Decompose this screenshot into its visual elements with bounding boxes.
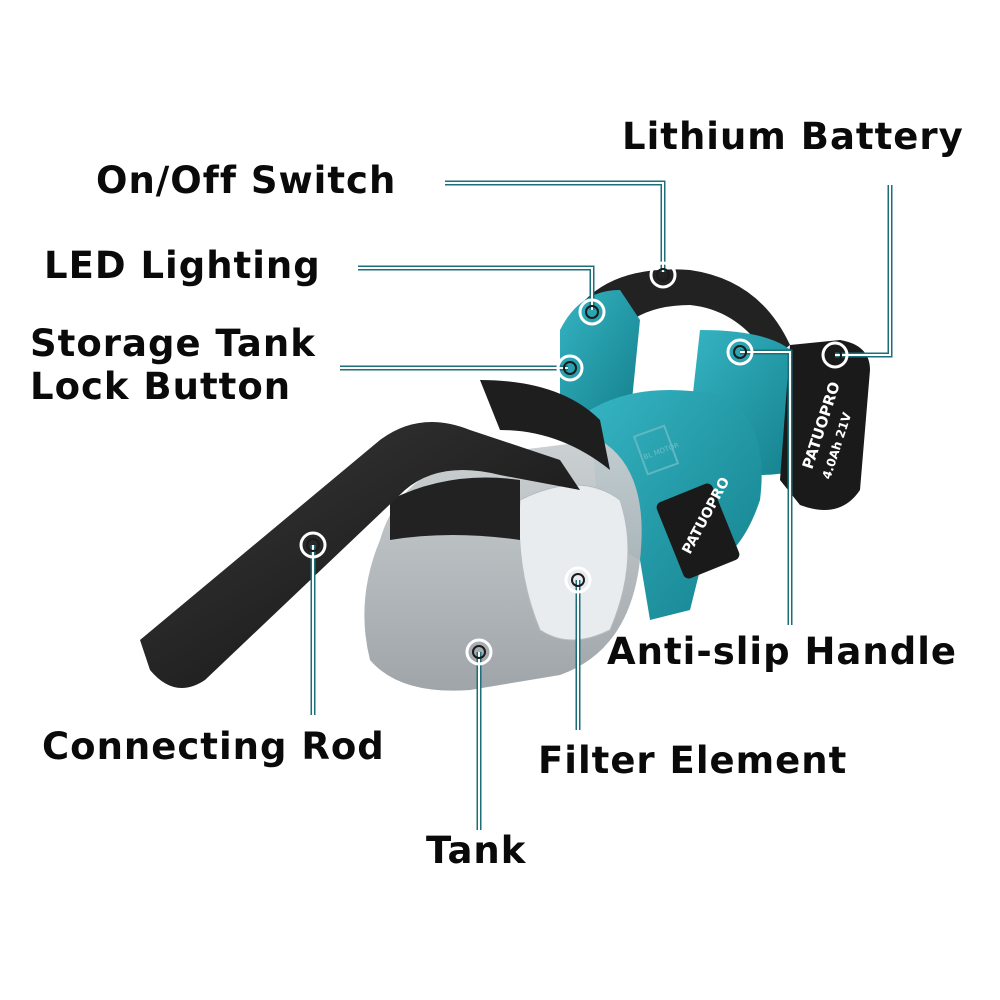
leader-led-lighting [358,265,595,310]
leader-lithium-battery [835,185,893,358]
label-led-lighting: LED Lighting [44,244,321,287]
filter [518,484,629,641]
target-icon [299,261,849,666]
label-storage-tank-lock-1: Storage Tank [30,322,316,365]
leader-on-off-switch [445,180,666,272]
front-neck [560,290,640,420]
label-anti-slip-handle: Anti-slip Handle [607,630,957,673]
label-connecting-rod: Connecting Rod [42,725,385,768]
motor-badge [632,424,680,476]
label-filter-element: Filter Element [538,739,848,782]
connecting-rod [140,422,580,688]
label-storage-tank-lock-2: Lock Button [30,365,292,408]
label-lithium-battery: Lithium Battery [622,115,964,158]
label-tank: Tank [426,829,527,872]
battery: PATUOPRO 4.0Ah 21V [780,340,870,510]
target-markers [299,261,849,666]
handle [585,269,790,360]
label-on-off-switch: On/Off Switch [96,159,397,202]
leader-anti-slip-handle [740,349,793,625]
